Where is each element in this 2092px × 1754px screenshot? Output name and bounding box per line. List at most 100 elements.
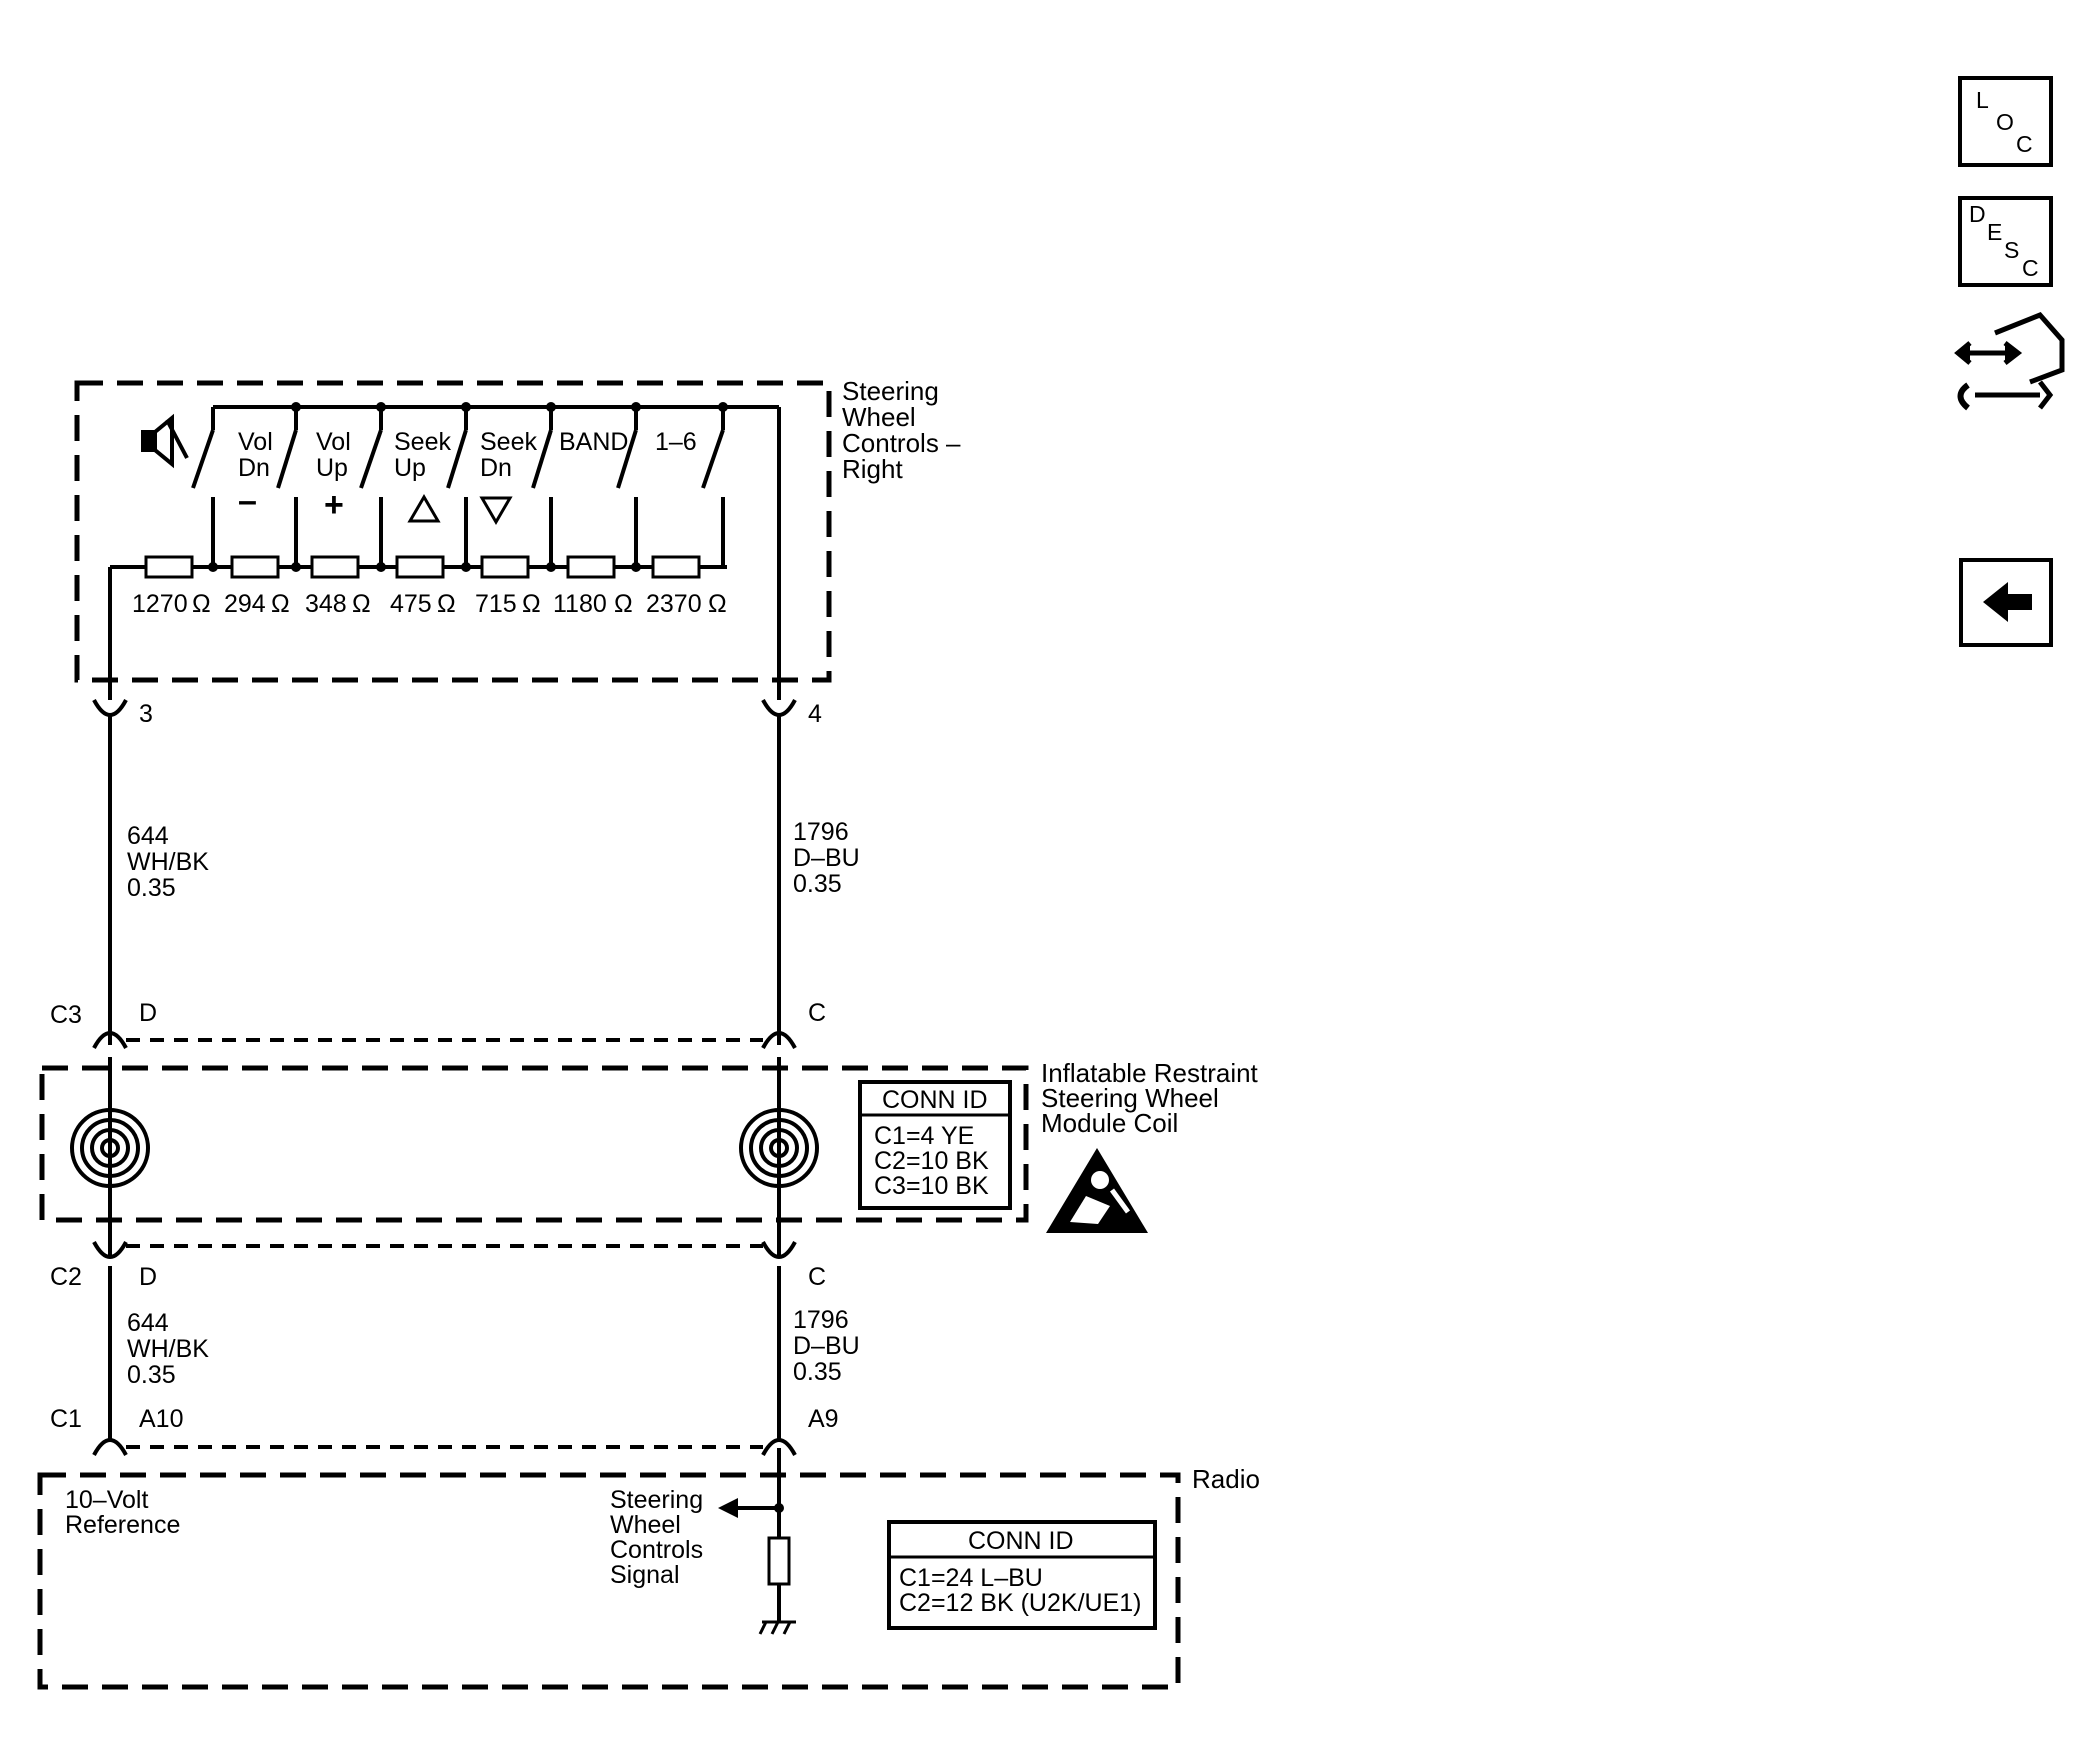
wire-left-color: WH/BK [127,1335,209,1363]
switch-label-volup-1: Vol [316,428,351,456]
c2-pin-d: D [139,1263,157,1291]
signal-label-4: Signal [610,1561,680,1589]
left-arrow-icon [1983,582,2032,622]
wire-right-gauge: 0.35 [793,1358,842,1386]
switch-contacts [191,407,725,567]
minus-symbol: – [238,482,257,520]
wire-left-gauge: 0.35 [127,1361,176,1389]
ohm-symbol: Ω [614,590,633,618]
resistor [310,555,360,579]
conn-id-radio-title: CONN ID [968,1527,1074,1555]
resistor [395,555,445,579]
swc-right-boundary [74,380,832,683]
radio-boundary [37,1472,1181,1690]
desc-letter: S [2004,237,2019,263]
desc-letter: C [2022,255,2039,281]
coil-title-1: Inflatable Restraint [1041,1058,1259,1088]
resistor [651,555,701,579]
triangle-up-icon [407,494,441,523]
resistance-voldn: 294 [224,590,266,618]
radio-title: Radio [1192,1464,1260,1494]
c1-pin-a9: A9 [808,1405,839,1433]
reference-label-2: Reference [65,1511,180,1539]
conn-id-radio-table: CONN ID C1=24 L–BU C2=12 BK (U2K/UE1) [887,1520,1157,1630]
mute-speaker-icon [141,413,189,469]
conn-id-coil-line: C1=4 YE [874,1122,974,1150]
swc-right-title-2: Wheel [842,402,916,432]
resistor-ladder [144,555,701,579]
c2-label: C2 [50,1263,82,1291]
radio-module: Radio 10–Volt Reference Steering Wheel C… [37,1464,1260,1690]
loc-letter: C [2016,131,2033,157]
loc-letter: L [1976,87,1989,113]
ohm-symbol: Ω [708,590,727,618]
resistance-seekdn: 715 [475,590,517,618]
resistor [144,555,194,579]
conn-id-coil-title: CONN ID [882,1086,988,1114]
coil-boundary [39,1065,1029,1223]
back-button[interactable] [1959,558,2053,647]
wire-right-gauge: 0.35 [793,870,842,898]
c1-pin-a10: A10 [139,1405,183,1433]
ohm-symbol: Ω [437,590,456,618]
coil-module: Inflatable Restraint Steering Wheel Modu… [39,1058,1259,1233]
desc-letter: E [1987,219,2002,245]
c3-connector: C3 D C [50,999,826,1049]
c3-label: C3 [50,1001,82,1029]
harness-connector-button[interactable] [1954,312,2065,411]
ohm-symbol: Ω [522,590,541,618]
conn-id-coil-line: C2=10 BK [874,1147,989,1175]
signal-label-1: Steering [610,1486,703,1514]
ohm-symbol: Ω [271,590,290,618]
resistor [566,555,616,579]
swc-right-title-1: Steering [842,376,939,406]
conn-id-radio-line: C1=24 L–BU [899,1564,1043,1592]
swc-right-module: Steering Wheel Controls – Right [74,376,961,700]
signal-label-3: Controls [610,1536,703,1564]
ohm-symbol: Ω [352,590,371,618]
pin-3-label: 3 [139,700,153,728]
conn-id-radio-line: C2=12 BK (U2K/UE1) [899,1589,1141,1617]
loc-letter: O [1996,109,2014,135]
resistor [230,555,280,579]
wire-left-circuit: 644 [127,1309,169,1337]
c1-label: C1 [50,1405,82,1433]
clockspring-right-icon [739,1108,819,1188]
switch-label-seekup-1: Seek [394,428,451,456]
switch-label-seekdn-2: Dn [480,454,512,482]
circuit-wires [108,714,781,1540]
hand-wrench-arrows-icon [1954,312,2065,411]
resistance-volup: 348 [305,590,347,618]
triangle-down-icon [479,496,513,525]
resistance-seekup: 475 [390,590,432,618]
swc-connector [92,699,797,717]
switch-label-band: BAND [559,428,628,456]
conn-id-coil-line: C3=10 BK [874,1172,989,1200]
resistance-presets: 2370 [646,590,702,618]
switch-label-seekup-2: Up [394,454,426,482]
switch-label-voldn-2: Dn [238,454,270,482]
swc-right-title-4: Right [842,454,903,484]
pull-down-resistor [767,1536,791,1586]
pin-4-label: 4 [808,700,822,728]
clockspring-left-icon [70,1108,150,1188]
arrow-left-icon [718,1498,738,1518]
loc-button[interactable]: L O C [1958,76,2053,167]
desc-letter: D [1969,201,1986,227]
reference-label-1: 10–Volt [65,1486,148,1514]
signal-label-2: Wheel [610,1511,681,1539]
airbag-warning-triangle-icon [1046,1148,1148,1233]
plus-symbol: + [324,486,344,524]
desc-button[interactable]: D E S C [1958,196,2053,287]
swc-right-title-3: Controls – [842,428,961,458]
c1-connector: C1 A10 A9 [50,1405,839,1456]
switch-label-seekdn-1: Seek [480,428,537,456]
wire-right-color: D–BU [793,844,860,872]
resistor [480,555,530,579]
ohm-symbol: Ω [192,590,211,618]
wire-left-color: WH/BK [127,848,209,876]
wire-right-circuit: 1796 [793,1306,849,1334]
wire-right-color: D–BU [793,1332,860,1360]
coil-title-2: Steering Wheel [1041,1083,1219,1113]
